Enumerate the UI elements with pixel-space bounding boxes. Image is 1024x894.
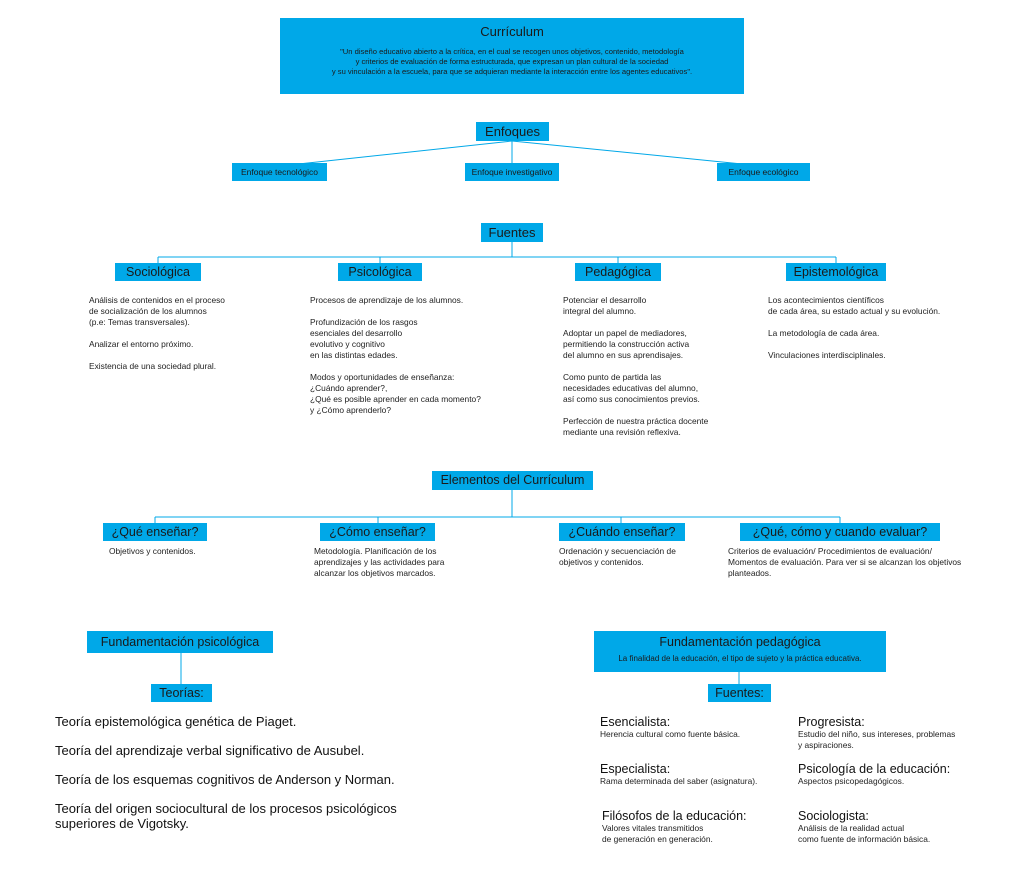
enfoque-investigativo: Enfoque investigativo (465, 163, 559, 181)
especialista-label: Especialista: (600, 762, 671, 776)
fuente-sociologica: Sociológica (115, 263, 201, 281)
esencialista-text: Herencia cultural como fuente básica. (600, 729, 741, 739)
fuente-pedagogica: Pedagógica (575, 263, 661, 281)
como-ensenar-text: Metodología. Planificación de los aprend… (314, 546, 445, 578)
especialista-text: Rama determinada del saber (asignatura). (600, 776, 758, 786)
fund-pedagogica-subtitle: La finalidad de la educación, el tipo de… (618, 654, 862, 663)
elementos-box: Elementos del Currículum (432, 471, 593, 490)
fuente-epistemologica: Epistemológica (786, 263, 886, 281)
evaluar-text: Criterios de evaluación/ Procedimientos … (728, 546, 962, 578)
sociologista-text: Análisis de la realidad actual como fuen… (798, 823, 931, 844)
teorias-box: Teorías: (151, 684, 212, 702)
sociologista-label: Sociologista: (798, 809, 869, 823)
filosofos-text: Valores vitales transmitidos de generaci… (602, 823, 713, 844)
fuentes-box: Fuentes (481, 223, 543, 242)
como-ensenar-box: ¿Cómo enseñar? (320, 523, 435, 541)
psicologia-educacion-text: Aspectos psicopedagógicos. (798, 776, 905, 786)
fuente-psicologica-text: Procesos de aprendizaje de los alumnos. … (310, 295, 481, 415)
fuente-sociologica-text: Análisis de contenidos en el proceso de … (89, 295, 225, 371)
teoria-ausubel: Teoría del aprendizaje verbal significat… (55, 743, 365, 758)
curriculum-definition: "Un diseño educativo abierto a la crític… (331, 47, 693, 76)
que-ensenar-box: ¿Qué enseñar? (103, 523, 207, 541)
fuente-pedagogica-text: Potenciar el desarrollo integral del alu… (563, 295, 709, 437)
enfoque-tecnologico: Enfoque tecnológico (232, 163, 327, 181)
teoria-piaget: Teoría epistemológica genética de Piaget… (55, 714, 297, 729)
fund-psicologica-box: Fundamentación psicológica (87, 631, 273, 653)
enfoques-box: Enfoques (476, 122, 549, 141)
cuando-ensenar-box: ¿Cuándo enseñar? (559, 523, 685, 541)
fuente-psicologica: Psicológica (338, 263, 422, 281)
psicologia-educacion-label: Psicología de la educación: (798, 762, 951, 776)
curriculum-title: Currículum (480, 24, 544, 39)
progresista-text: Estudio del niño, sus intereses, problem… (798, 729, 956, 750)
curriculum-box: Currículum "Un diseño educativo abierto … (280, 18, 744, 94)
fuente-epistemologica-text: Los acontecimientos científicos de cada … (768, 295, 941, 360)
fuentes-pedagogicas-box: Fuentes: (708, 684, 771, 702)
progresista-label: Progresista: (798, 715, 865, 729)
que-ensenar-text: Objetivos y contenidos. (109, 546, 196, 556)
esencialista-label: Esencialista: (600, 715, 671, 729)
enfoque-ecologico: Enfoque ecológico (717, 163, 810, 181)
fund-pedagogica-box: Fundamentación pedagógica La finalidad d… (594, 631, 886, 672)
evaluar-box: ¿Qué, cómo y cuando evaluar? (740, 523, 940, 541)
fund-pedagogica-title: Fundamentación pedagógica (659, 635, 821, 649)
cuando-ensenar-text: Ordenación y secuenciación de objetivos … (559, 546, 676, 567)
filosofos-label: Filósofos de la educación: (602, 809, 747, 823)
teoria-vigotsky: Teoría del origen sociocultural de los p… (55, 801, 397, 831)
teoria-anderson-norman: Teoría de los esquemas cognitivos de And… (55, 772, 395, 787)
